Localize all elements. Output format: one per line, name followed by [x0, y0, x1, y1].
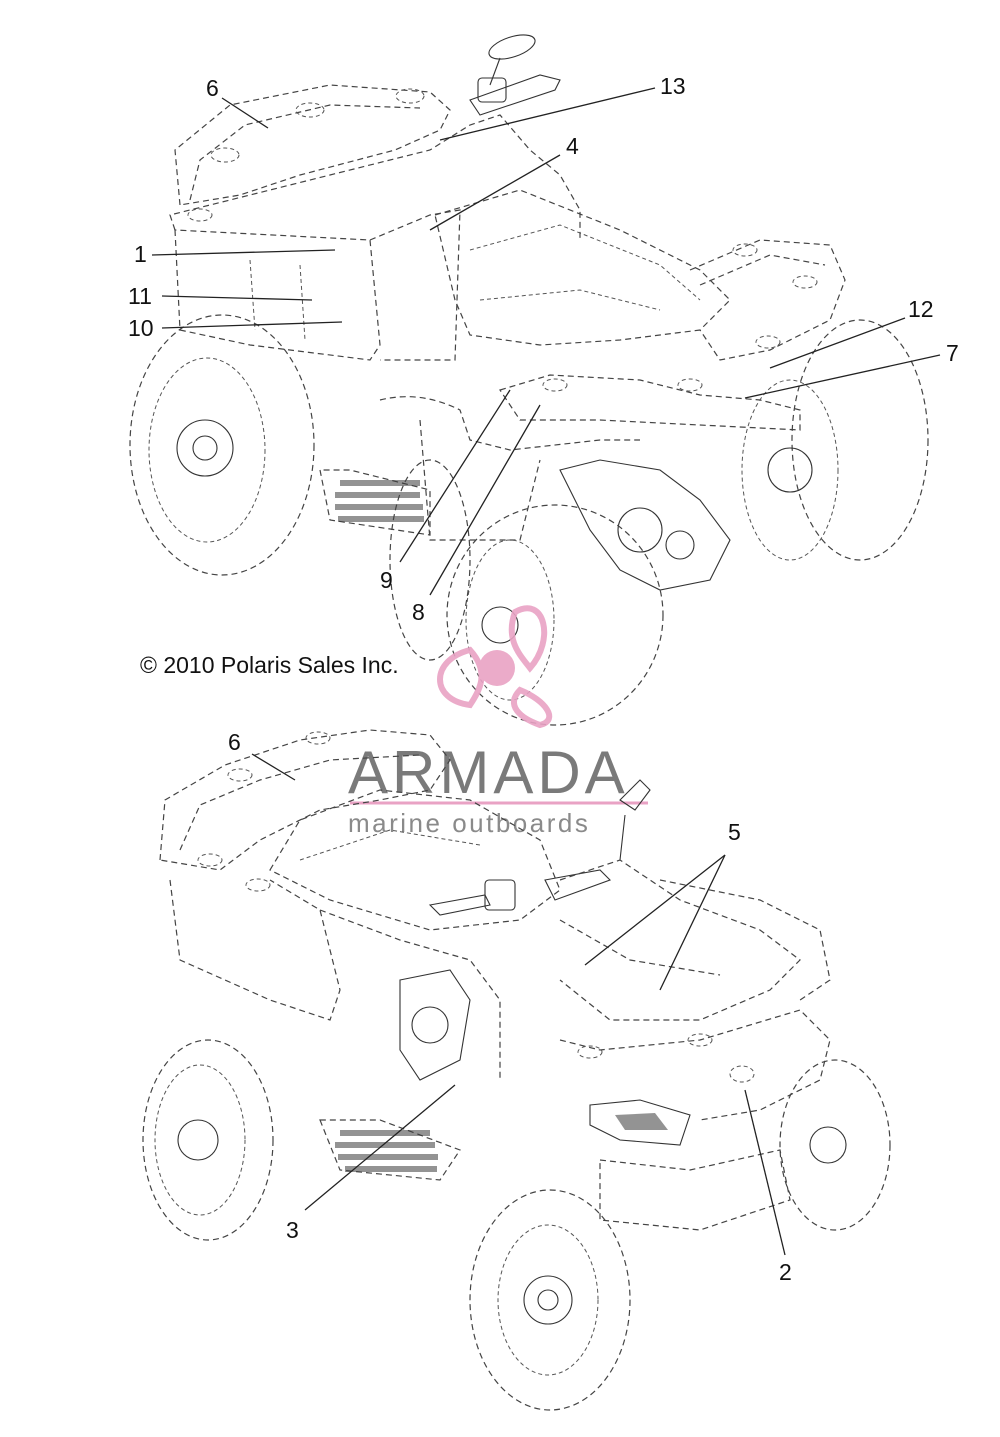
callout-4: 4 [566, 133, 579, 159]
watermark-tagline: marine outboards [348, 808, 590, 838]
top-callouts: 6 13 4 1 11 10 12 7 9 8 [128, 73, 959, 625]
callout-7: 7 [946, 340, 959, 366]
callout-9: 9 [380, 567, 393, 593]
callout-11: 11 [128, 283, 152, 309]
atv-top-view [129, 34, 929, 726]
footrest-tread [335, 480, 424, 522]
callout-3: 3 [286, 1217, 299, 1243]
bottom-callouts: 6 5 3 2 [228, 729, 792, 1285]
callout-12: 12 [908, 296, 934, 322]
callout-1: 1 [134, 241, 147, 267]
callout-2: 2 [779, 1259, 792, 1285]
callout-13: 13 [660, 73, 686, 99]
callout-6-bottom: 6 [228, 729, 241, 755]
footrest-tread-bottom [335, 1130, 438, 1172]
armada-propeller-logo [437, 605, 553, 729]
copyright-text: © 2010 Polaris Sales Inc. [140, 652, 399, 678]
callout-8: 8 [412, 599, 425, 625]
callout-5: 5 [728, 819, 741, 845]
bottom-leader-lines [251, 753, 786, 1256]
armada-watermark: ARMADA marine outboards [348, 605, 648, 838]
watermark-brand: ARMADA [348, 739, 629, 806]
atv-bottom-view [142, 729, 891, 1411]
callout-10: 10 [128, 315, 154, 341]
callout-6-top: 6 [206, 75, 219, 101]
top-leader-lines [151, 87, 941, 596]
